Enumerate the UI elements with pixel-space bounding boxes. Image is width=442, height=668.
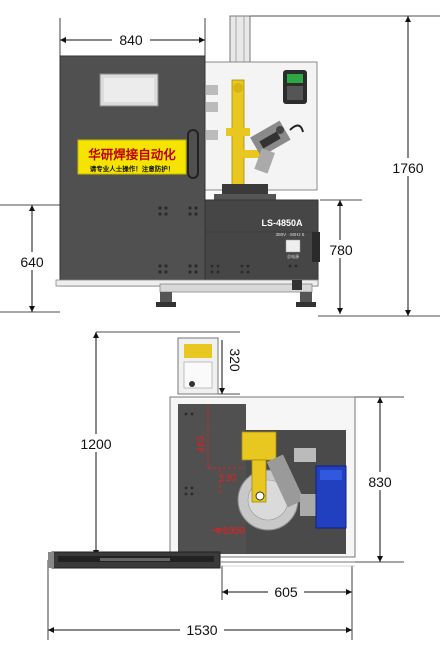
power-switch [285,239,301,253]
dim-1530: 1530 [186,622,217,638]
plan-cabinet [178,404,246,554]
dim-1200: 1200 [80,436,111,452]
warning-sign [77,139,187,175]
door-handle [187,129,199,179]
leveling-feet [156,292,316,307]
dim-830: 830 [368,474,392,490]
front-view: 840 1760 780 640 [0,15,440,317]
dim-605: 605 [274,584,298,600]
model-label: LS-4850A [261,218,303,228]
dim-840: 840 [119,32,143,48]
power-label: 总电源 [287,253,299,259]
sign-title: 华研焊接自动化 [88,147,176,162]
red-dim-phi: Φ1350 [215,526,246,537]
dim-640: 640 [20,254,44,270]
lower-cabinet [204,199,319,287]
dim-1760: 1760 [392,160,423,176]
bolt-dots [158,206,198,274]
welding-torch [250,120,304,174]
plan-view: 320 1200 830 605 1530 [47,331,404,640]
red-dim-465: 465 [196,435,207,452]
dim-320: 320 [227,348,243,372]
plan-torch [266,454,305,508]
sign-subtitle: 请专业人士操作！注意防护！ [90,164,175,173]
plan-arm [251,459,267,503]
model-sub: 380V · 50Hz 5 [276,232,305,237]
red-dim-130: 130 [220,473,237,484]
dim-780: 780 [329,242,353,258]
plan-arm-head [241,431,277,461]
